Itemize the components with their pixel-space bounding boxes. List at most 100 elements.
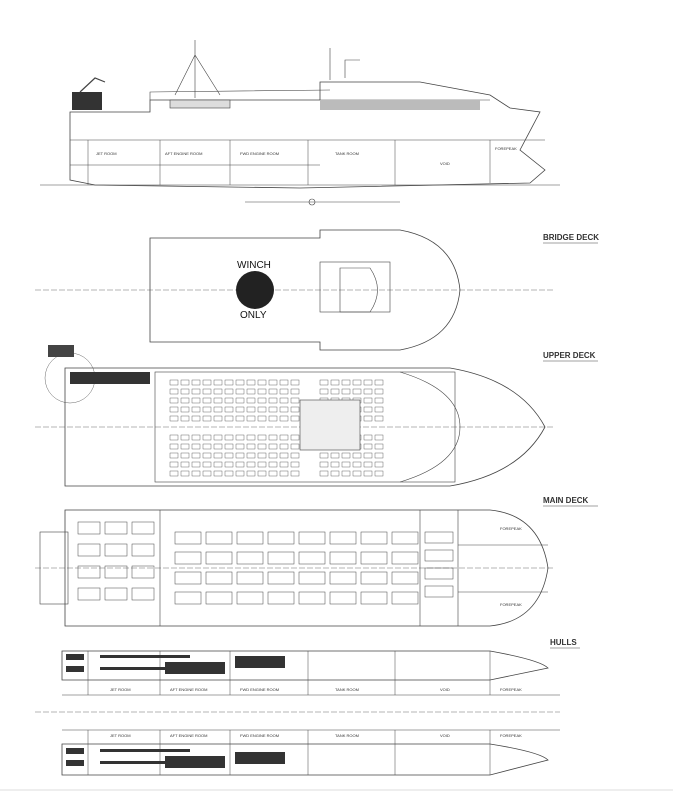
seat-row <box>202 406 212 413</box>
car-slot <box>205 591 233 605</box>
seat-row <box>224 461 234 468</box>
profile-view <box>40 40 560 206</box>
seat-row <box>191 397 201 404</box>
seat-row <box>268 443 278 450</box>
car-slot <box>131 521 155 535</box>
seat-row <box>180 397 190 404</box>
car-slot <box>298 551 326 565</box>
seat-row <box>235 452 245 459</box>
seat-row <box>290 461 300 468</box>
seat-row <box>268 470 278 477</box>
car-slot <box>104 587 128 601</box>
seat-row <box>268 388 278 395</box>
seat-row <box>290 415 300 422</box>
seat-row <box>224 452 234 459</box>
seat-row <box>235 415 245 422</box>
hull-bottom-aft-engine-room: AFT ENGINE ROOM <box>170 733 207 738</box>
main-deck-plan <box>35 509 555 627</box>
car-slot <box>104 521 128 535</box>
car-slot <box>131 587 155 601</box>
seat-row <box>268 379 278 386</box>
seat-row <box>224 406 234 413</box>
seat-row <box>330 388 340 395</box>
profile-label-jet-room: JET ROOM <box>96 151 117 156</box>
hull-bottom-jet-room: JET ROOM <box>110 733 131 738</box>
profile-label-fwd-engine-room: FWD ENGINE ROOM <box>240 151 279 156</box>
seat-row <box>169 461 179 468</box>
seat-row <box>363 397 373 404</box>
seating-area <box>169 379 384 477</box>
seat-row <box>180 470 190 477</box>
seat-row <box>213 443 223 450</box>
seat-row <box>268 415 278 422</box>
seat-row <box>235 434 245 441</box>
seat-row <box>169 443 179 450</box>
car-slot <box>77 521 101 535</box>
seat-row <box>191 379 201 386</box>
seat-row <box>191 470 201 477</box>
seat-row <box>246 461 256 468</box>
seat-row <box>374 470 384 477</box>
car-slot <box>329 571 357 585</box>
seat-row <box>202 397 212 404</box>
seat-row <box>290 434 300 441</box>
seat-row <box>279 415 289 422</box>
car-slot <box>424 531 454 544</box>
seat-row <box>246 397 256 404</box>
seat-row <box>224 470 234 477</box>
seat-row <box>224 388 234 395</box>
seat-row <box>352 461 362 468</box>
car-slot <box>236 531 264 545</box>
seat-row <box>191 406 201 413</box>
seat-row <box>352 379 362 386</box>
seat-row <box>363 388 373 395</box>
car-slot <box>329 591 357 605</box>
seat-row <box>374 415 384 422</box>
car-slot <box>267 551 295 565</box>
seat-row <box>279 434 289 441</box>
seat-row <box>363 379 373 386</box>
seat-row <box>257 470 267 477</box>
car-slot <box>205 531 233 545</box>
seat-row <box>235 379 245 386</box>
seat-row <box>374 397 384 404</box>
seat-row <box>374 388 384 395</box>
seat-row <box>169 434 179 441</box>
profile-label-tank-room: TANK ROOM <box>335 151 359 156</box>
seat-row <box>169 470 179 477</box>
seat-row <box>169 397 179 404</box>
upper-deck-plan <box>35 345 555 487</box>
seat-row <box>224 397 234 404</box>
seat-row <box>235 388 245 395</box>
car-slot <box>205 551 233 565</box>
seat-row <box>202 434 212 441</box>
seat-row <box>246 379 256 386</box>
hull-top-jet-room: JET ROOM <box>110 687 131 692</box>
car-slot <box>391 531 419 545</box>
seat-row <box>202 415 212 422</box>
seat-row <box>180 461 190 468</box>
seat-row <box>268 434 278 441</box>
seat-row <box>257 434 267 441</box>
seat-row <box>213 379 223 386</box>
seat-row <box>341 470 351 477</box>
hulls-plan <box>35 650 560 776</box>
seat-row <box>213 434 223 441</box>
seat-row <box>341 379 351 386</box>
car-slot <box>174 591 202 605</box>
seat-row <box>279 379 289 386</box>
car-slot <box>205 571 233 585</box>
seat-row <box>352 452 362 459</box>
seat-row <box>235 406 245 413</box>
main-deck-forepeak-bottom: FOREPEAK <box>500 602 522 607</box>
seat-row <box>169 388 179 395</box>
seat-row <box>213 452 223 459</box>
seat-row <box>330 470 340 477</box>
seat-row <box>191 415 201 422</box>
car-slot <box>267 531 295 545</box>
seat-row <box>374 406 384 413</box>
car-slot <box>236 591 264 605</box>
seat-row <box>330 379 340 386</box>
seat-row <box>224 415 234 422</box>
